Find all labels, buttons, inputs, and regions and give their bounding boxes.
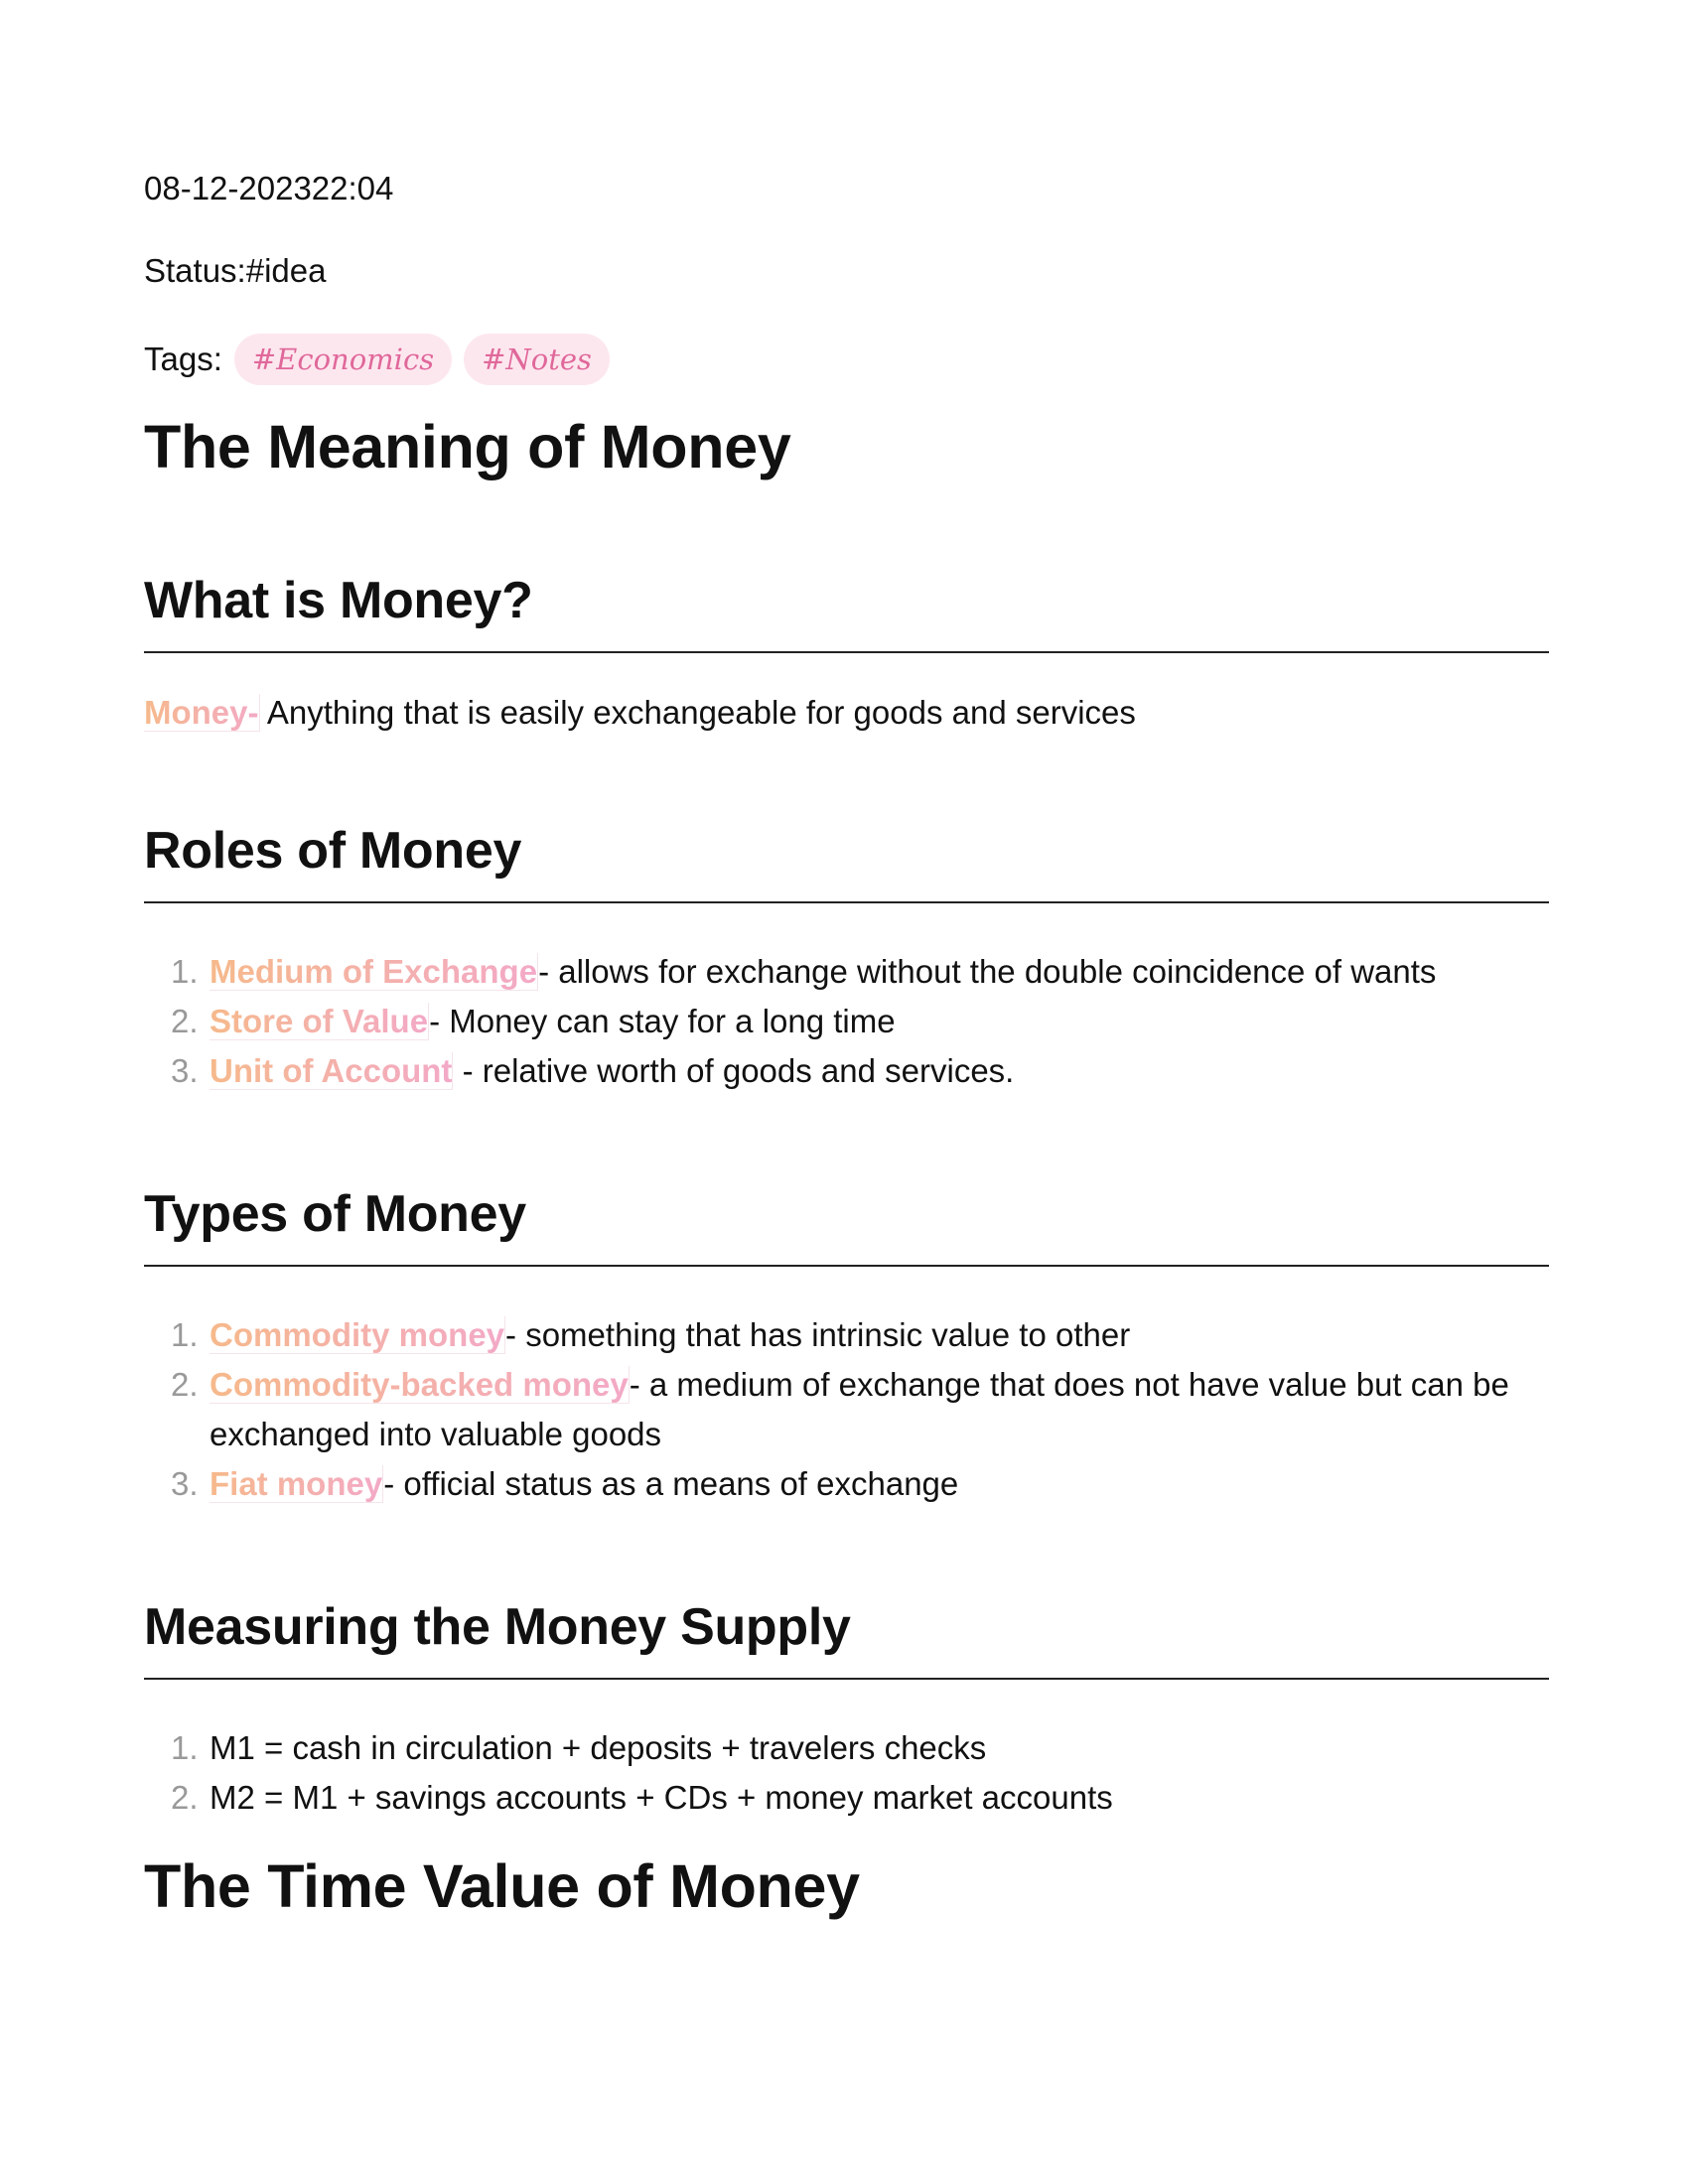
term-fiat-money: Fiat money — [210, 1465, 384, 1503]
money-definition: Money- Anything that is easily exchangea… — [144, 693, 1549, 733]
note-date: 08-12-202322:04 — [144, 170, 394, 206]
heading-measuring-money-supply: Measuring the Money Supply — [144, 1596, 1549, 1680]
list-number: 3. — [171, 1052, 199, 1089]
list-item: 2. M2 = M1 + savings accounts + CDs + mon… — [144, 1773, 1549, 1823]
supply-list: 1. M1 = cash in circulation + deposits + … — [144, 1723, 1549, 1823]
list-number: 2. — [171, 1779, 199, 1816]
item-text: - something that has intrinsic value to … — [505, 1316, 1131, 1353]
heading-types-of-money: Types of Money — [144, 1183, 1549, 1267]
list-item: 1. Commodity money- something that has in… — [144, 1310, 1549, 1360]
roles-list: 1. Medium of Exchange- allows for exchang… — [144, 947, 1549, 1096]
item-text: M2 = M1 + savings accounts + CDs + money… — [210, 1779, 1113, 1816]
list-number: 2. — [171, 1366, 199, 1403]
page-title: The Meaning of Money — [144, 413, 791, 480]
list-item: 2. Commodity-backed money- a medium of ex… — [144, 1360, 1549, 1459]
list-number: 1. — [171, 1729, 199, 1766]
heading-what-is-money: What is Money? — [144, 570, 1549, 653]
term-medium-of-exchange: Medium of Exchange — [210, 953, 539, 991]
term-commodity-backed-money: Commodity-backed money — [210, 1366, 630, 1404]
second-title: The Time Value of Money — [144, 1852, 860, 1920]
list-item: 3. Fiat money- official status as a means… — [144, 1459, 1549, 1509]
list-number: 3. — [171, 1465, 199, 1502]
list-item: 1. Medium of Exchange- allows for exchang… — [144, 947, 1549, 997]
term-unit-of-account: Unit of Account — [210, 1052, 454, 1090]
term-money: Money- — [144, 694, 260, 732]
list-item: 3. Unit of Account - relative worth of go… — [144, 1046, 1549, 1096]
tags-row: Tags: #Economics #Notes — [144, 332, 1549, 387]
item-text: - relative worth of goods and services. — [453, 1052, 1015, 1089]
list-number: 2. — [171, 1003, 199, 1039]
tag-notes[interactable]: #Notes — [464, 334, 610, 385]
definition-text: Anything that is easily exchangeable for… — [259, 694, 1136, 731]
list-number: 1. — [171, 1316, 199, 1353]
tag-economics[interactable]: #Economics — [233, 334, 453, 385]
term-commodity-money: Commodity money — [210, 1316, 506, 1354]
term-store-of-value: Store of Value — [210, 1003, 430, 1040]
list-item: 1. M1 = cash in circulation + deposits + … — [144, 1723, 1549, 1773]
list-item: 2. Store of Value- Money can stay for a l… — [144, 997, 1549, 1046]
heading-roles-of-money: Roles of Money — [144, 820, 1549, 903]
types-list: 1. Commodity money- something that has in… — [144, 1310, 1549, 1509]
item-text: - official status as a means of exchange — [383, 1465, 959, 1502]
item-text: - Money can stay for a long time — [429, 1003, 896, 1039]
item-text: - allows for exchange without the double… — [538, 953, 1437, 990]
item-text: M1 = cash in circulation + deposits + tr… — [210, 1729, 987, 1766]
note-page: 08-12-202322:04 Status:#idea Tags: #Econ… — [144, 169, 1549, 1922]
list-number: 1. — [171, 953, 199, 990]
tags-label: Tags: — [144, 341, 222, 377]
item-text: - a medium of exchange that does not hav… — [210, 1366, 1509, 1452]
note-status: Status:#idea — [144, 252, 327, 289]
